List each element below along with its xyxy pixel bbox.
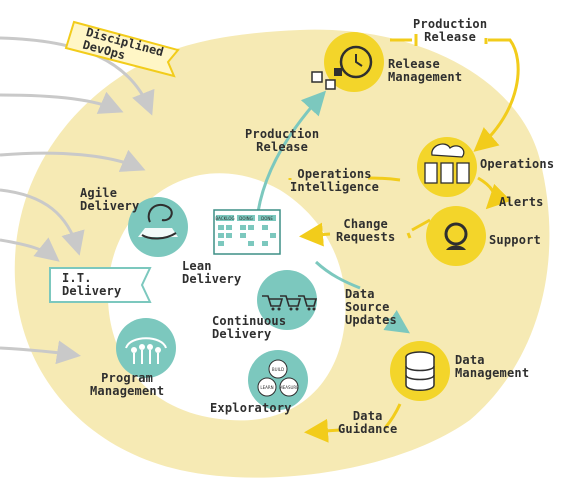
disciplined-devops-tag xyxy=(64,20,180,78)
cycle-label-measure: MEASURE xyxy=(279,385,299,390)
lean-delivery-label: Lean Delivery xyxy=(182,259,242,286)
data-guidance-label: Data Guidance xyxy=(338,409,398,436)
operations-icon xyxy=(417,137,477,197)
board-label-backlog: BACKLOG xyxy=(215,216,234,221)
alerts-label: Alerts xyxy=(499,195,544,209)
release-management-icon xyxy=(311,32,384,92)
continuous-delivery-icon xyxy=(257,270,318,330)
cycle-label-learn: LEARN xyxy=(260,385,273,390)
data-source-updates-label: Data Source Updates xyxy=(345,287,397,327)
board-label-doing: DOING xyxy=(239,216,253,221)
release-management-label: Release Management xyxy=(388,57,463,84)
incoming-arrows xyxy=(0,36,155,365)
yellow-flow-arrows xyxy=(288,34,520,443)
data-management-label: Data Management xyxy=(455,353,530,380)
exploratory-label: Exploratory xyxy=(210,401,292,415)
program-management-icon xyxy=(116,318,176,378)
continuous-delivery-label: Continuous Delivery xyxy=(212,314,287,341)
board-label-done: DONE xyxy=(261,216,273,221)
data-management-icon xyxy=(390,341,450,401)
agile-delivery-label: Agile Delivery xyxy=(80,186,140,213)
operations-intelligence-label: Operations Intelligence xyxy=(290,167,380,194)
it-delivery-label: I.T. Delivery xyxy=(62,271,122,298)
program-management-label: Program Management xyxy=(90,371,165,398)
change-requests-label: Change Requests xyxy=(336,217,396,244)
production-release-top-label: Production Release xyxy=(413,17,488,44)
production-release-mid-label: Production Release xyxy=(245,127,320,154)
support-icon xyxy=(426,206,486,266)
lean-delivery-icon: BACKLOG DOING DONE xyxy=(213,209,281,255)
support-label: Support xyxy=(489,233,541,247)
cycle-label-build: BUILD xyxy=(272,367,284,372)
exploratory-icon: BUILD MEASURE LEARN xyxy=(248,350,308,410)
agile-delivery-icon xyxy=(128,197,188,257)
it-delivery-tag xyxy=(49,267,152,303)
teal-flow-arrows xyxy=(256,90,410,334)
operations-label: Operations xyxy=(480,157,555,171)
